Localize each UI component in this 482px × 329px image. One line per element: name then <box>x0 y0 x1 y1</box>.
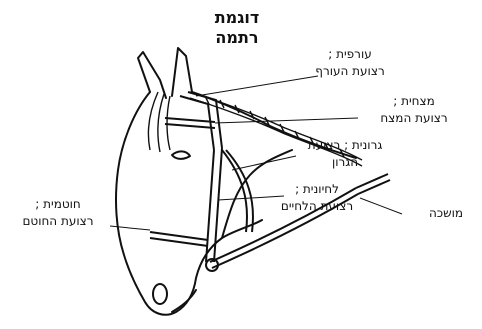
label-mitzhit-line2: רצועת המצח <box>358 110 470 127</box>
label-orfit-line1: עורפית ; <box>300 46 400 63</box>
label-orfit-line2: רצועת העורף <box>300 63 400 80</box>
label-hotmit: חוטמית ; רצועת החוטם <box>2 196 114 230</box>
label-garonit-line1: גרונית ; רצועת <box>292 137 398 154</box>
eye <box>172 151 190 159</box>
diagram-title: דוגמת רתמה <box>192 8 282 48</box>
label-garonit-line2: הגרון <box>292 154 398 171</box>
label-garonit: גרונית ; רצועת הגרון <box>292 137 398 171</box>
left-ear <box>138 52 166 98</box>
forelock <box>148 92 170 152</box>
label-moshcha-line1: מושכה <box>416 205 476 222</box>
label-mitzhit-line1: מצחית ; <box>358 93 470 110</box>
label-hotmit-line1: חוטמית ; <box>2 196 114 213</box>
leader-hotmit <box>110 226 150 230</box>
title-line-2: רתמה <box>192 28 282 48</box>
label-orfit: עורפית ; רצועת העורף <box>300 46 400 80</box>
nostril <box>153 284 167 304</box>
leader-garonit <box>232 156 296 170</box>
label-lechayit-line1: לחיונית ; <box>262 181 372 198</box>
browband-strap <box>165 118 215 128</box>
label-lechayit-line2: רצועת הלחיים <box>262 198 372 215</box>
noseband-strap <box>150 232 208 246</box>
title-line-1: דוגמת <box>192 8 282 28</box>
label-hotmit-line2: רצועת החוטם <box>2 213 114 230</box>
leader-mitzhit <box>215 118 358 123</box>
label-lechayit: לחיונית ; רצועת הלחיים <box>262 181 372 215</box>
right-ear <box>172 48 192 96</box>
label-moshcha: מושכה <box>416 205 476 222</box>
label-mitzhit: מצחית ; רצועת המצח <box>358 93 470 127</box>
